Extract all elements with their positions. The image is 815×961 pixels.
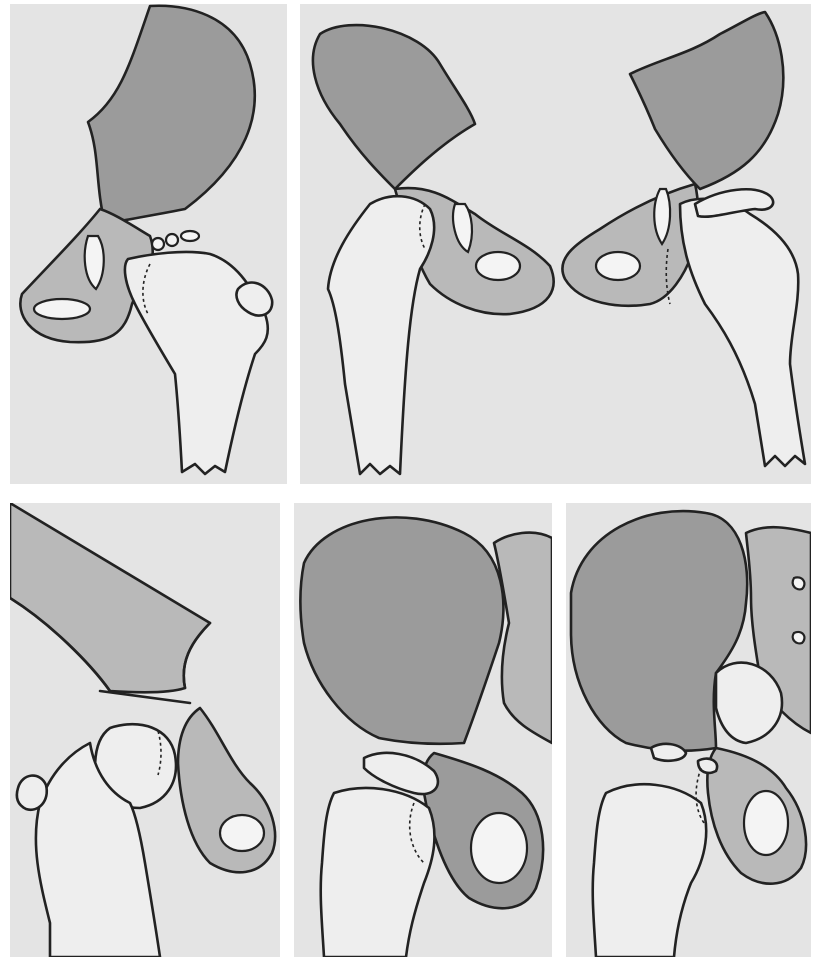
sacral-foramen-1 — [793, 577, 805, 589]
ossicle-3 — [181, 231, 199, 241]
obturator-foramen — [744, 791, 788, 855]
panel-hip-bottom-middle — [294, 503, 552, 957]
ilium-shape — [88, 6, 255, 224]
pubis-shape — [178, 708, 275, 872]
femur-shape-left — [328, 196, 434, 474]
panel-hip-bottom-right — [566, 503, 811, 957]
obturator-foramen-left — [476, 252, 520, 280]
epiphysis-ossicle-1 — [651, 744, 686, 761]
ilium-shape — [300, 517, 503, 743]
trochanter-ossicle — [17, 776, 47, 810]
hip-drawing-bottom-middle — [294, 503, 552, 957]
obturator-foramen — [471, 813, 527, 883]
pubis-shape-right — [562, 184, 697, 306]
femur-shape-right — [680, 199, 805, 466]
hip-drawing-top-right — [300, 4, 811, 484]
sacrum-shape — [494, 533, 552, 743]
ossicle-1 — [152, 238, 164, 250]
panel-hip-bottom-left — [10, 503, 280, 957]
obturator-foramen — [220, 815, 264, 851]
hip-drawing-bottom-left — [10, 503, 280, 957]
obturator-foramen — [34, 299, 90, 319]
ilium-shape — [10, 503, 210, 692]
ilium-shape-right — [630, 12, 783, 189]
hip-drawing-bottom-right — [566, 503, 811, 957]
femur-shape — [593, 784, 706, 957]
epiphysis-right — [695, 189, 773, 216]
panel-pelvis-top-right-pair — [300, 4, 811, 484]
sacral-foramen-2 — [793, 632, 805, 643]
ilium-shape-left — [313, 25, 475, 189]
obturator-foramen-right — [596, 252, 640, 280]
femur-shape — [321, 788, 435, 957]
hip-drawing-top-left — [10, 4, 287, 484]
panel-hip-top-left — [10, 4, 287, 484]
ossicle-2 — [166, 234, 178, 246]
